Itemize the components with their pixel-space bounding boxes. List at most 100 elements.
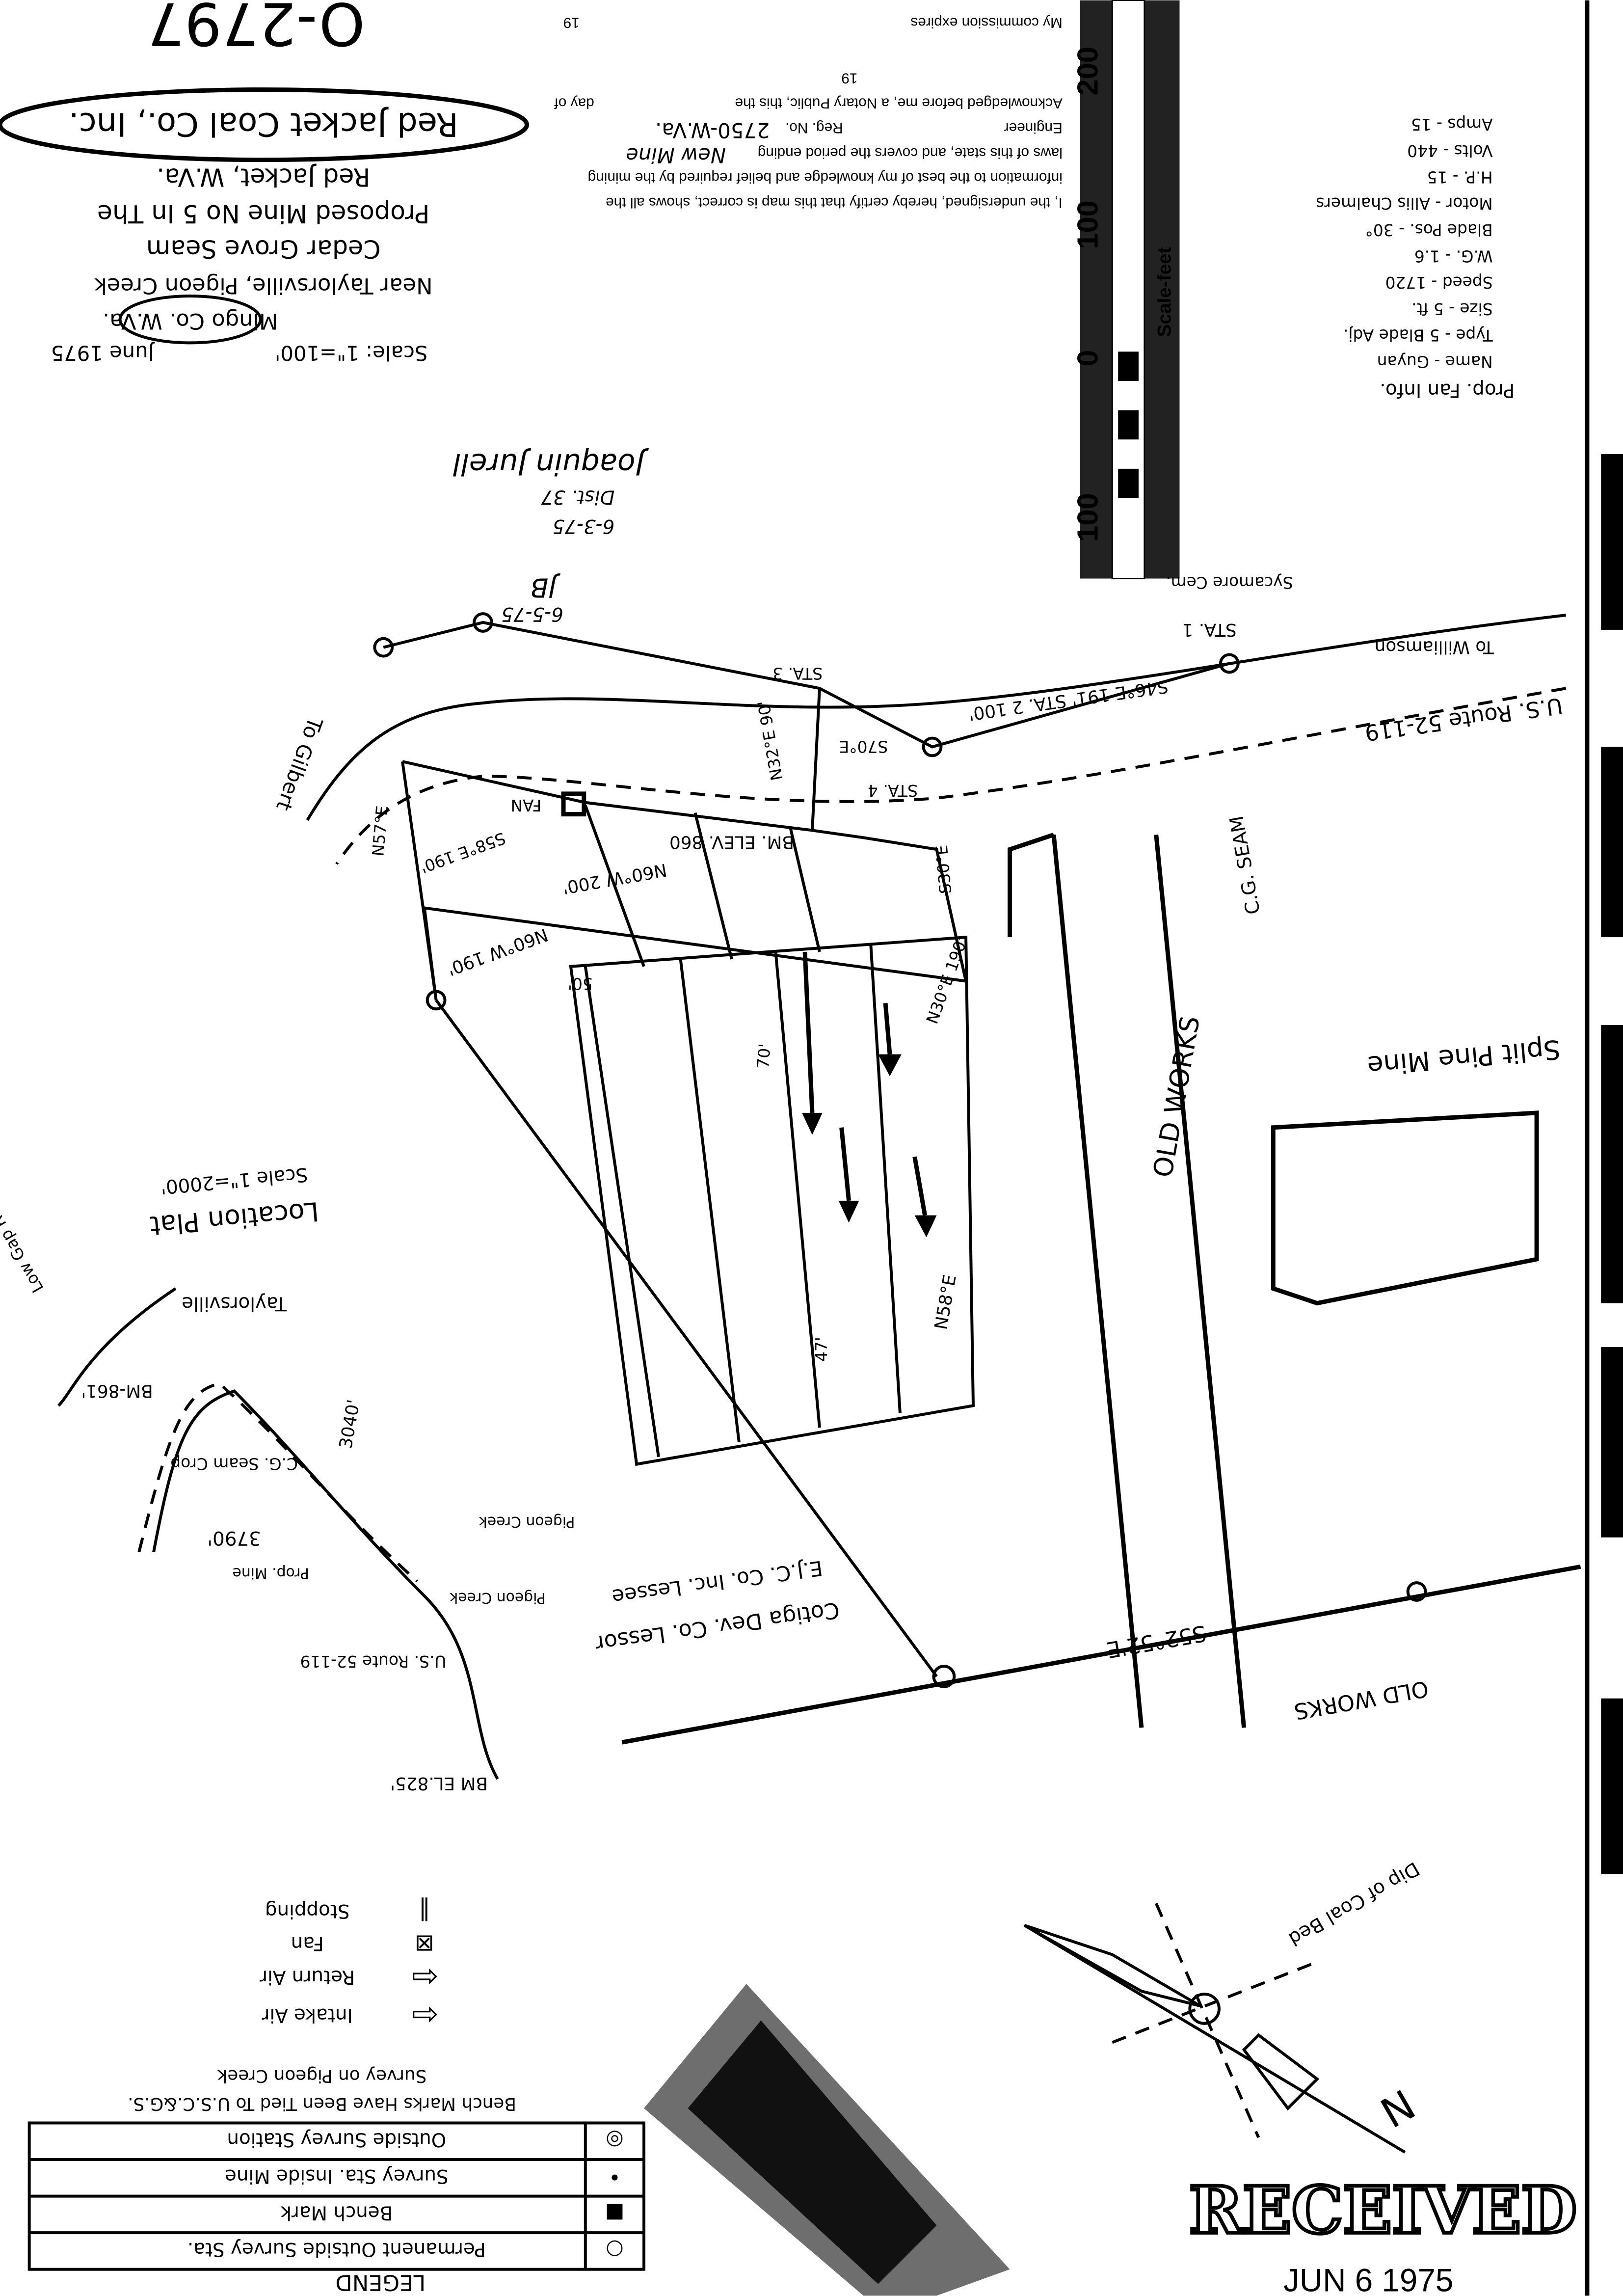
- company-name: Red Jacket Coal Co., Inc.: [69, 105, 458, 142]
- cert-line-1: I, the undersigned, hereby certify that …: [606, 194, 1063, 211]
- commission-text: My commission expires: [910, 14, 1063, 30]
- legend-row-label: Permanent Outside Survey Sta.: [187, 2238, 486, 2260]
- fan-info-line: Size - 5 ft.: [1411, 299, 1493, 318]
- plat-route: U.S. Route 52-119: [300, 1652, 446, 1671]
- legend-row-label: Bench Mark: [280, 2201, 393, 2223]
- fan-info-title: Prop. Fan Info.: [1380, 379, 1515, 401]
- received-stamp: RECEIVED JUN 6 1975: [1187, 2170, 1579, 2296]
- cert-period: New Mine: [626, 143, 726, 167]
- title-line-3: Near Taylorsville, Pigeon Creek: [94, 273, 433, 299]
- title-scale: Scale: 1"=100': [275, 341, 427, 365]
- notes: Survey on Pigeon Creek Bench Marks Have …: [128, 2066, 516, 2114]
- label-bm-elev: BM. ELEV. 860: [669, 832, 794, 852]
- return-air-icon: ⇦: [411, 1958, 438, 1996]
- cert-line-2: information to the best of my knowledge …: [588, 170, 1063, 186]
- cert-line-3: laws of this state, and covers the perio…: [758, 145, 1063, 161]
- label-s30e: S30°E: [932, 844, 956, 895]
- legend-row-label: Outside Survey Station: [227, 2128, 446, 2150]
- label-sta3: STA. 3: [772, 664, 823, 682]
- note-line-1: Bench Marks Have Been Tied To U.S.C.&G.S…: [128, 2094, 516, 2114]
- certification-block: I, the undersigned, hereby certify that …: [554, 14, 1063, 211]
- scale-label: 100: [1071, 493, 1104, 541]
- outside-station-icon: ◎: [606, 2128, 623, 2152]
- label-s70e: S70°E: [839, 737, 888, 756]
- legend: ◎ Outside Survey Station • Survey Sta. I…: [27, 2121, 646, 2296]
- scale-bar: 100 0 100 200 Scale-feet: [1071, 0, 1180, 580]
- label-williamson: To Williamson: [1375, 637, 1494, 657]
- engineer-label: Engineer: [1004, 120, 1063, 136]
- fan-info-line: Type - 5 Blade Adj.: [1343, 326, 1493, 345]
- permanent-station-icon: ○: [606, 2238, 623, 2262]
- year-1: 19: [841, 70, 857, 86]
- fan-info-line: H.P. - 15: [1427, 168, 1493, 187]
- company-location: Red Jacket, W.Va.: [157, 163, 370, 192]
- label-sycamore: Sycamore Cem.: [1166, 573, 1293, 592]
- scale-label: 0: [1071, 350, 1104, 366]
- intake-air-icon: ⇦: [411, 1997, 438, 2034]
- signature-date-2: 6-5-75: [501, 603, 563, 625]
- legend-item-label: Return Air: [260, 1966, 355, 1988]
- scale-caption: Scale-feet: [1154, 247, 1175, 337]
- bench-mark-icon: ■: [605, 2201, 624, 2225]
- scale-label: 100: [1071, 200, 1104, 249]
- plat-prop-mine: Prop. Mine: [232, 1564, 309, 1581]
- label-47: 47': [812, 1337, 831, 1362]
- title-line-4: Mingo Co. W.Va.: [103, 308, 278, 334]
- plat-bm861: BM-861': [81, 1381, 153, 1401]
- plat-crop: C.G. Seam Crop: [170, 1455, 298, 1473]
- year-2: 19: [563, 14, 580, 30]
- label-50: 50': [568, 974, 593, 993]
- reg-label: Reg. No.: [785, 120, 843, 136]
- fan-info-line: Speed - 1720: [1385, 273, 1493, 292]
- reg-number: 2750-W.Va.: [655, 118, 770, 142]
- label-sta1: STA. 1: [1182, 620, 1237, 640]
- traverse-line: [401, 760, 968, 1000]
- label-fan: FAN: [510, 796, 541, 814]
- route-edge-dashed: [335, 687, 1567, 865]
- stamp-date: JUN 6 1975: [1283, 2262, 1453, 2296]
- legend-row-label: Survey Sta. Inside Mine: [225, 2165, 449, 2187]
- fan-info-line: Name - Guyan: [1377, 352, 1493, 371]
- route-edge: [306, 614, 1567, 821]
- stopping-icon: ‖: [419, 1897, 430, 1924]
- label-pigeon: Pigeon Creek: [479, 1513, 575, 1530]
- property-line: [621, 1564, 1581, 1745]
- plat-bm825: BM EL.825': [390, 1773, 488, 1793]
- company-ellipse: [0, 87, 529, 162]
- stamp-text: RECEIVED: [1189, 2172, 1577, 2248]
- fan-info-line: Volts - 440: [1407, 141, 1492, 160]
- fan-info-line: W.G. - 1.6: [1414, 247, 1493, 266]
- label-sta4: STA. 4: [868, 781, 918, 800]
- legend-items: Stopping ‖ Fan ⊠ Return Air ⇦ Intake Air…: [260, 1897, 438, 2034]
- title-line-2: Cedar Grove Seam: [146, 235, 381, 264]
- fan-info-line: Motor - Allis Chalmers: [1316, 194, 1492, 213]
- inside-station-icon: •: [609, 2165, 621, 2189]
- signature-date: 6-3-75: [553, 515, 615, 537]
- title-line-1: Proposed Mine No 5 In The: [97, 199, 430, 228]
- legend-item-label: Intake Air: [262, 2004, 352, 2026]
- day-of: day of: [554, 95, 594, 111]
- signature-block: Joaquin Jurell Dist. 37 6-3-75 JB 6-5-75: [452, 447, 649, 625]
- note-line-2: Survey on Pigeon Creek: [217, 2066, 426, 2086]
- scale-label: 200: [1071, 47, 1104, 95]
- fan-icon: ⊠: [415, 1930, 434, 1957]
- signature-name: Joaquin Jurell: [452, 447, 649, 481]
- legend-title: LEGEND: [335, 2270, 426, 2296]
- ack-text: Acknowledged before me, a Notary Public,…: [735, 95, 1062, 111]
- fan-symbol: [561, 791, 586, 817]
- signature-dist: Dist. 37: [541, 486, 614, 508]
- label-70: 70': [754, 1043, 774, 1069]
- label-n57e: N57°E: [369, 805, 392, 857]
- plat-pigeon: Pigeon Creek: [449, 1589, 545, 1606]
- legend-item-label: Fan: [291, 1932, 324, 1954]
- signature-initials: JB: [531, 572, 561, 603]
- fan-info-line: Blade Pos. - 30°: [1365, 220, 1492, 239]
- fan-info: Prop. Fan Info. Name - Guyan Type - 5 Bl…: [1316, 115, 1515, 401]
- photocopy-artifact: [644, 1984, 1010, 2296]
- right-edge-binding: [1585, 0, 1623, 2296]
- title-block: Red Jacket Coal Co., Inc. Red Jacket, W.…: [0, 87, 529, 365]
- plat-taylorsville: Taylorsville: [182, 1293, 287, 1315]
- legend-item-label: Stopping: [265, 1900, 350, 1922]
- document-number: O-2797: [147, 0, 365, 57]
